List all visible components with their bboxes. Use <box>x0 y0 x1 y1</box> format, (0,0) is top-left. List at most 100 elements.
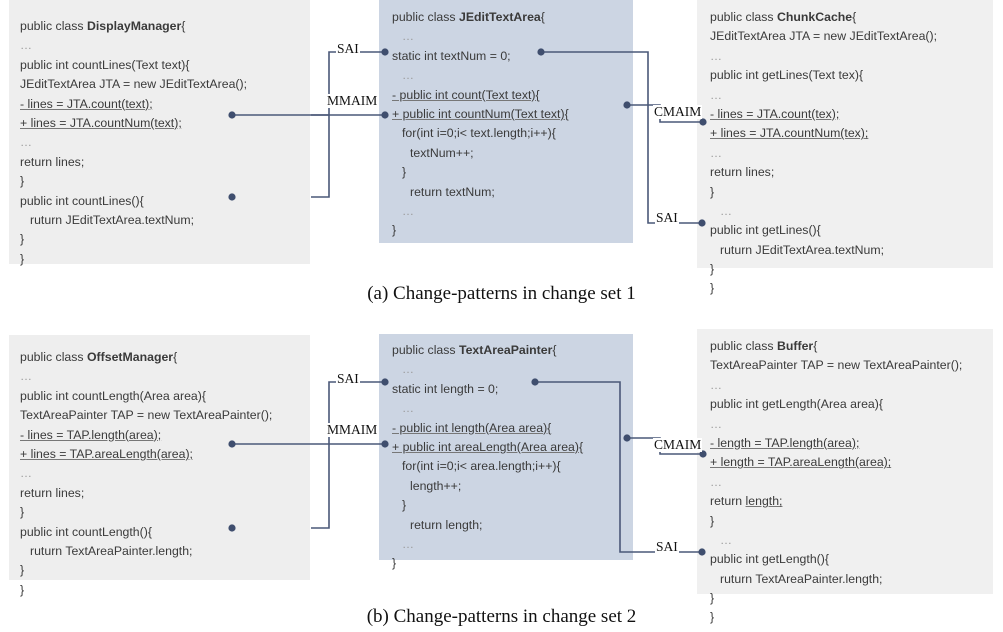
code-line: … <box>20 38 34 53</box>
figure-change-set-1: public class DisplayManager{ … public int … <box>9 0 995 304</box>
code-line: TextAreaPainter TAP = new TextAreaPainte… <box>710 358 963 373</box>
code-line: … <box>710 474 724 489</box>
code-block-offsetmanager: public class OffsetManager{ … public int c… <box>20 348 310 600</box>
code-line: } <box>710 610 715 625</box>
code-line: ruturn JEditTextArea.textNum; <box>30 212 195 227</box>
code-line: } <box>20 174 25 189</box>
code-line: return textNum; <box>410 184 495 199</box>
code-line: } <box>402 498 407 513</box>
code-block-displaymanager: public class DisplayManager{ … public int … <box>20 17 310 269</box>
code-line: length++; <box>410 478 462 493</box>
code-line: return length; <box>410 517 483 532</box>
code-panel-displaymanager <box>9 0 310 264</box>
code-line: static int length = 0; <box>392 381 499 396</box>
code-line: - public int length(Area area){ <box>392 420 552 435</box>
code-line: public class TextAreaPainter{ <box>392 343 557 357</box>
code-line: return length; <box>710 494 783 509</box>
code-line: } <box>20 563 25 578</box>
figure-caption-b: (b) Change-patterns in change set 2 <box>366 606 637 627</box>
code-line: for(int i=0;i< area.length;i++){ <box>402 459 561 474</box>
code-line: } <box>20 505 25 520</box>
code-line: ruturn JEditTextArea.textNum; <box>720 242 885 257</box>
connector-label-cmaim-right-a: CMAIM <box>653 104 703 119</box>
code-line: public class OffsetManager{ <box>20 350 178 364</box>
code-line: } <box>392 556 397 571</box>
code-line: } <box>710 513 715 528</box>
code-block-textareapainter: public class TextAreaPainter{ … static int… <box>392 341 632 574</box>
figure-change-set-2: public class OffsetManager{ … public int c… <box>0 316 1003 632</box>
code-line: … <box>710 87 724 102</box>
code-line: - length = TAP.length(area); <box>710 435 860 450</box>
code-line: } <box>392 223 397 238</box>
code-line: … <box>402 401 416 416</box>
code-line: + lines = JTA.countNum(tex); <box>710 126 869 141</box>
code-line: - public int count(Text text){ <box>392 87 540 102</box>
code-line: … <box>710 145 724 160</box>
code-line: + lines = TAP.areaLength(area); <box>20 446 193 461</box>
code-line: - lines = JTA.count(tex); <box>710 106 840 121</box>
code-block-buffer: public class Buffer{ TextAreaPainter TAP … <box>710 337 995 628</box>
code-line: + length = TAP.areaLength(area); <box>710 455 892 470</box>
connector-label-mmaim-left-b: MMAIM <box>326 422 379 437</box>
connector-label-sai-left-b: SAI <box>336 371 360 386</box>
code-line: - lines = JTA.count(text); <box>20 96 153 111</box>
code-line: - lines = TAP.length(area); <box>20 427 162 442</box>
code-line: … <box>402 536 416 551</box>
code-line: … <box>720 203 734 218</box>
code-line: } <box>710 281 715 296</box>
code-line: public int countLength(Area area){ <box>20 388 206 403</box>
code-line: public int getLines(){ <box>710 223 821 238</box>
code-line: } <box>20 232 25 247</box>
code-panel-buffer <box>697 329 993 594</box>
code-line: … <box>710 416 724 431</box>
code-line: … <box>720 532 734 547</box>
code-line: public int countLines(){ <box>20 193 144 208</box>
code-line: … <box>20 369 34 384</box>
code-line: return lines; <box>20 154 85 169</box>
code-line: ruturn TextAreaPainter.length; <box>720 571 883 586</box>
code-line: public class ChunkCache{ <box>710 10 857 24</box>
code-line: … <box>402 29 416 44</box>
code-block-chunkcache: public class ChunkCache{ JEditTextArea JT… <box>710 8 995 299</box>
code-line: ruturn TextAreaPainter.length; <box>30 543 193 558</box>
code-block-jedittextarea: public class JEditTextArea{ … static int t… <box>392 8 632 241</box>
code-line: public int getLength(){ <box>710 552 829 567</box>
code-line: return lines; <box>20 485 85 500</box>
code-line: public int getLength(Area area){ <box>710 397 883 412</box>
code-line: return lines; <box>710 165 775 180</box>
code-line: … <box>710 377 724 392</box>
code-line: JEditTextArea JTA = new JEditTextArea(); <box>710 29 938 44</box>
connector-label-sai-right-a: SAI <box>655 210 679 225</box>
code-line: static int textNum = 0; <box>392 48 511 63</box>
code-line: } <box>20 251 25 266</box>
code-line: } <box>710 262 715 277</box>
code-line: … <box>710 48 724 63</box>
code-line: textNum++; <box>410 145 474 160</box>
code-line: … <box>402 203 416 218</box>
code-line: } <box>20 582 25 597</box>
code-panel-offsetmanager <box>9 335 310 580</box>
code-line: public class Buffer{ <box>710 339 818 353</box>
connector-label-sai-left-a: SAI <box>336 41 360 56</box>
code-line: public int countLength(){ <box>20 524 152 539</box>
figure-caption-a: (a) Change-patterns in change set 1 <box>367 283 636 304</box>
code-line: public int getLines(Text tex){ <box>710 68 864 83</box>
code-line: public class JEditTextArea{ <box>392 10 545 24</box>
code-line: + lines = JTA.countNum(text); <box>20 115 182 130</box>
code-line: } <box>710 591 715 606</box>
code-line: … <box>402 68 416 83</box>
connector-label-sai-right-b: SAI <box>655 539 679 554</box>
connector-label-mmaim-left-a: MMAIM <box>326 93 379 108</box>
code-line: public class DisplayManager{ <box>20 19 186 33</box>
code-line: JEditTextArea JTA = new JEditTextArea(); <box>20 77 248 92</box>
code-line: … <box>20 466 34 481</box>
code-line: + public int areaLength(Area area){ <box>392 439 584 454</box>
code-line: TextAreaPainter TAP = new TextAreaPainte… <box>20 408 273 423</box>
code-line: } <box>710 184 715 199</box>
code-line: … <box>402 362 416 377</box>
code-line: … <box>20 135 34 150</box>
code-line: for(int i=0;i< text.length;i++){ <box>402 126 556 141</box>
code-panel-chunkcache <box>697 0 993 268</box>
code-line: } <box>402 165 407 180</box>
code-line: public int countLines(Text text){ <box>20 57 190 72</box>
